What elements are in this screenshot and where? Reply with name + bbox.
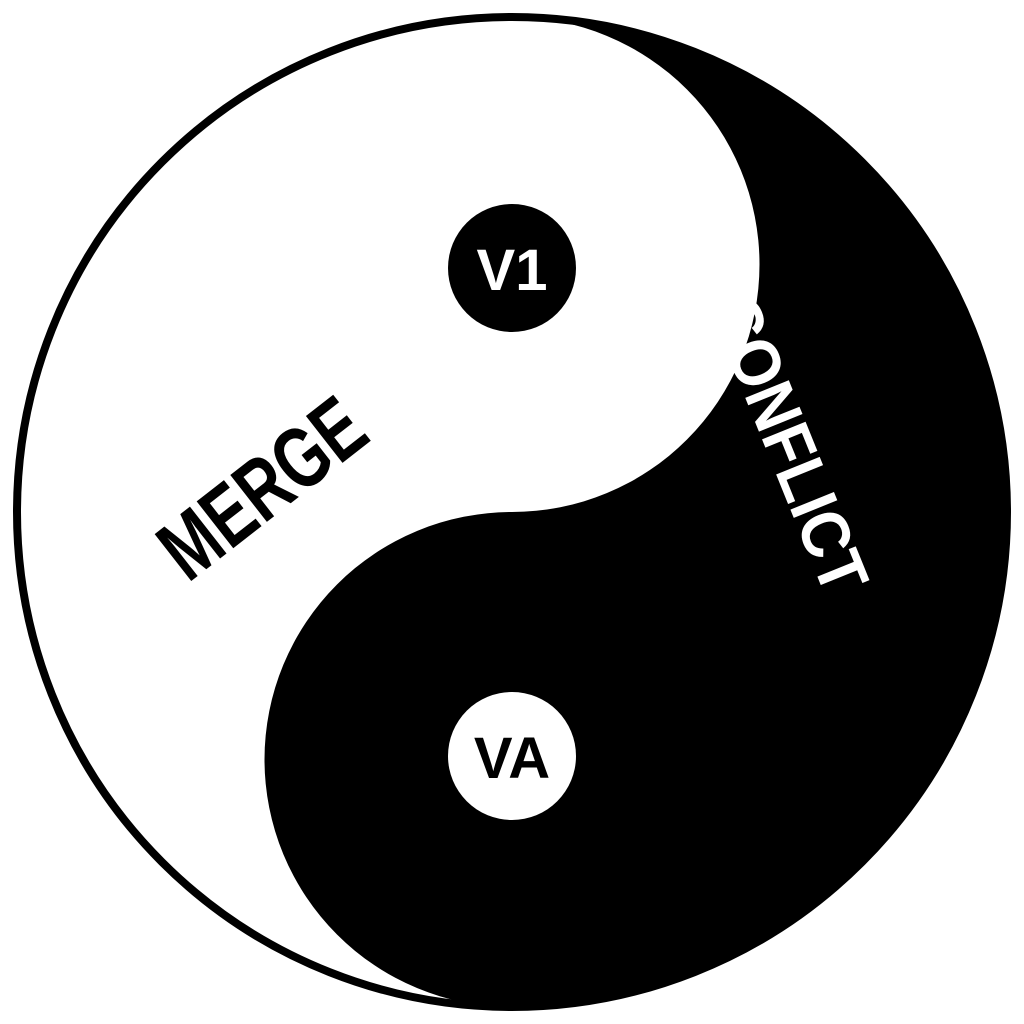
outer-ring: [13, 13, 1011, 1011]
bottom-dot: [448, 692, 576, 820]
top-dot: [448, 204, 576, 332]
top-dot-label: V1: [477, 238, 548, 303]
bottom-dot-label: VA: [474, 726, 550, 791]
